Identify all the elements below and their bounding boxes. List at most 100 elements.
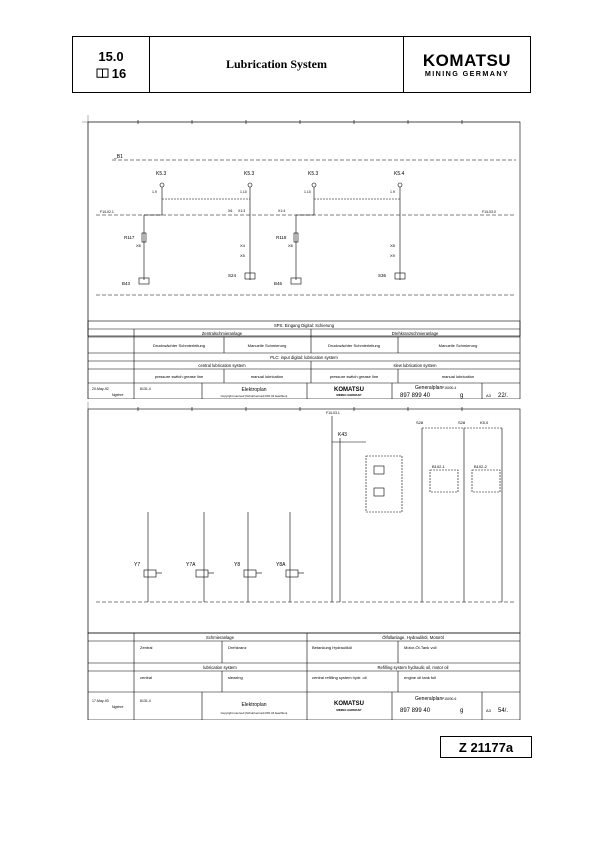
page-header: 15.0 16 Lubrication System KOMATSU MININ…: [72, 36, 531, 93]
group-en-2: Refilling system hydraulic oil, motor oi…: [378, 665, 449, 670]
switch-b43: B43: [122, 281, 131, 286]
tb-logo-sub: MINING GERMANY: [336, 393, 361, 397]
tb-sub: P15000-4: [442, 386, 456, 390]
tb-rev: g: [460, 708, 463, 714]
drawing-reference: Z 21177a: [440, 736, 532, 758]
tag-x6b: X6: [288, 243, 294, 248]
plc-row-en: PLC: input digital: lubrication system: [270, 355, 338, 360]
tb-size: A3: [486, 393, 492, 398]
cell-en-3: central refilling system hydr. oil: [312, 675, 367, 680]
cell-en-2: slewring: [228, 675, 243, 680]
tb-rev: g: [460, 393, 463, 399]
switch-s36: S36: [378, 273, 387, 278]
tb-ref: 8131.4: [140, 387, 151, 391]
relay-label-1: K5.3: [156, 171, 167, 177]
tag-x9: X9: [390, 253, 396, 258]
sheet2-labels: F1/L03.1 K43 S28 S28 K5.0 Y7 Y7A Y8 Y8A …: [92, 411, 508, 715]
relay-label-4: K5.4: [394, 171, 405, 177]
tb-plan: Generalplan: [415, 385, 442, 391]
tb-number: 897 899 40: [400, 708, 431, 714]
tag-x8: X8: [390, 243, 396, 248]
tb-sub: P15000-6: [442, 697, 456, 701]
relay-sub-1: 1.9: [152, 190, 157, 194]
cell-en-3: pressure switch grease line: [330, 374, 379, 379]
tb-logo-sub: MINING GERMANY: [336, 708, 361, 712]
tb-plan: Generalplan: [415, 696, 442, 702]
wire-node-1: X6: [228, 209, 232, 213]
plc-row-de: SPS: Eingang Digital: Schierung: [274, 323, 335, 328]
relay-k50: K5.0: [480, 420, 489, 425]
cell-de-1: Zentral: [140, 645, 153, 650]
tag-r118: R118: [276, 235, 287, 240]
bus-label: _B1: [113, 154, 123, 160]
tb-drawn: Ngehre: [112, 393, 124, 397]
tb-logo-word: KOMATSU: [334, 387, 364, 393]
group-de-2: Ölfüllanlage, Hydrauliköl, Motoröl: [382, 635, 444, 640]
tb-ref: 8131.4: [140, 699, 151, 703]
page-title: Lubrication System: [225, 57, 327, 71]
relay-sub-3: 1.10: [304, 190, 311, 194]
group-de-1: Schmieranlage: [206, 635, 235, 640]
level-b102-2: B102-2: [474, 464, 488, 469]
section-number-box: 15.0 16: [73, 37, 150, 92]
schematic-sheet-22: _B1 K5.3 K5.3 K5.3 K5.4 1.9 1.10 1.10 1.…: [82, 115, 521, 399]
schematic-sheet-54: F1/L03.1 K43 S28 S28 K5.0 Y7 Y7A Y8 Y8A …: [87, 402, 521, 720]
cell-de-2: Manuelle Schmierung: [248, 343, 287, 348]
mid-right-label: F1/L03.0: [482, 210, 496, 214]
valve-y7a: Y7A: [186, 562, 196, 568]
group-en-2: slew lubrication system: [393, 363, 437, 368]
cell-en-1: central: [140, 675, 152, 680]
section-number: 15.0: [98, 48, 124, 64]
cell-de-3: Betankung Hydrauliköl: [312, 645, 352, 650]
tb-date: 17-May-93: [92, 699, 109, 703]
relay-sub-2: 1.10: [240, 190, 247, 194]
page-number: 16: [111, 65, 127, 81]
book-icon: [96, 68, 109, 78]
cell-de-3: Druckwächter Schmierleitung: [328, 343, 380, 348]
group-de-1: Zentralschmieranlage: [202, 331, 243, 336]
valve-y8a: Y8A: [276, 562, 286, 568]
top-label: F1/L03.1: [326, 411, 340, 415]
komatsu-logo: KOMATSU MINING GERMANY: [403, 37, 530, 92]
tb-number: 897 899 40: [400, 393, 431, 399]
wire-node-2: X1:3: [238, 209, 245, 213]
relay-s28b: S28: [458, 420, 466, 425]
relay-label-3: K5.3: [308, 171, 319, 177]
valve-y7: Y7: [134, 562, 140, 568]
relay-label-2: K5.3: [244, 171, 255, 177]
wire-node-3: X1:4: [278, 209, 285, 213]
tb-drawn: Ngehre: [112, 705, 124, 709]
cell-en-4: engine oil tank full: [404, 675, 436, 680]
tb-doc: Elektroplan: [241, 387, 266, 393]
sheet1-labels: _B1 K5.3 K5.3 K5.3 K5.4 1.9 1.10 1.10 1.…: [92, 154, 508, 399]
cell-en-1: pressure switch grease line: [155, 374, 204, 379]
page-number-row: 16: [96, 65, 126, 82]
switch-b46: B46: [274, 281, 283, 286]
tag-x4: X4: [240, 243, 246, 248]
tb-doc: Elektroplan: [241, 702, 266, 708]
cell-de-4: Motor-Öl-Tank voll: [404, 645, 437, 650]
tb-sheet: 54/.: [498, 708, 508, 714]
cell-en-2: manual lubrication: [251, 374, 283, 379]
cell-de-1: Druckwächter Schmierleitung: [153, 343, 205, 348]
tb-size: A3: [486, 708, 492, 713]
cell-de-4: Manuelle Schmierung: [439, 343, 478, 348]
tb-logo-word: KOMATSU: [334, 701, 364, 707]
cell-en-4: manual lubrication: [442, 374, 474, 379]
tag-x5: X5: [240, 253, 246, 258]
logo-word: KOMATSU: [422, 50, 512, 70]
level-b102-1: B102-1: [432, 464, 446, 469]
tb-copyright: Copyright reserved (Schutzvermerk DIN 34…: [221, 394, 288, 398]
relay-k43: K43: [338, 432, 347, 438]
tb-date: 20-May-92: [92, 387, 109, 391]
tb-sheet: 22/.: [498, 393, 508, 399]
group-de-2: Drehkranzschmieranlage: [392, 331, 439, 336]
tag-x6a: X6: [136, 243, 142, 248]
mid-left-label: F1/L02.1: [100, 210, 114, 214]
switch-s24: S24: [228, 273, 237, 278]
group-en-1: lubrication system: [203, 665, 237, 670]
logo-subtitle: MINING GERMANY: [424, 68, 510, 78]
valve-y8: Y8: [234, 562, 240, 568]
relay-s28a: S28: [416, 420, 424, 425]
group-en-1: central lubrication system: [198, 363, 246, 368]
